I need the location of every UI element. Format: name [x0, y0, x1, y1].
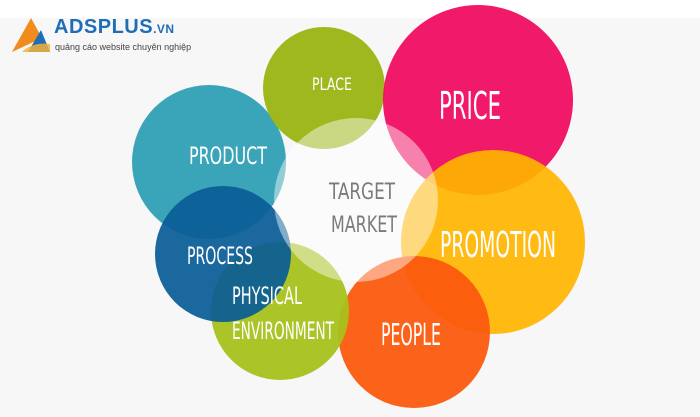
label-physical: PHYSICAL — [232, 282, 302, 310]
label-promotion: PROMOTION — [440, 225, 556, 266]
logo-mark-icon — [12, 18, 50, 52]
circle-process — [155, 186, 291, 322]
label-environment: ENVIRONMENT — [232, 317, 335, 345]
label-market: MARKET — [331, 213, 398, 238]
adsplus-logo[interactable]: ADSPLUS.VN quảng cáo website chuyên nghi… — [10, 10, 200, 60]
circle-price — [383, 5, 573, 195]
brand-tld: .VN — [153, 22, 175, 36]
circle-people — [338, 256, 490, 408]
label-people: PEOPLE — [381, 318, 441, 353]
label-target: TARGET — [328, 180, 396, 205]
label-price: PRICE — [439, 84, 501, 128]
brand-tagline: quảng cáo website chuyên nghiệp — [55, 42, 192, 52]
circle-place — [263, 27, 385, 149]
brand-name: ADSPLUS.VN — [54, 16, 175, 38]
label-product: PRODUCT — [189, 142, 268, 170]
label-place: PLACE — [312, 75, 352, 95]
circle-target-market — [274, 118, 438, 282]
label-process: PROCESS — [187, 242, 253, 270]
